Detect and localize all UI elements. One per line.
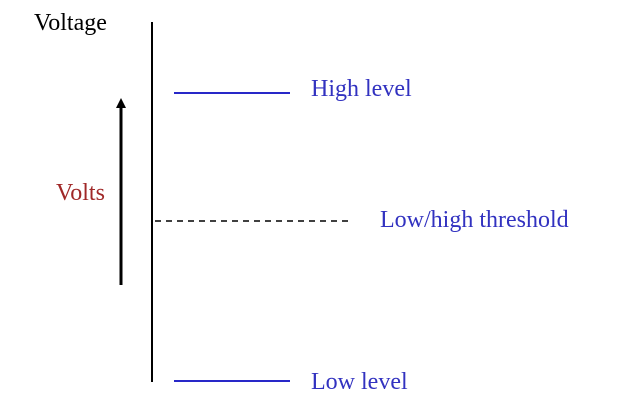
high-level-label: High level xyxy=(311,76,412,102)
volts-axis-label: Volts xyxy=(56,180,105,206)
threshold-label: Low/high threshold xyxy=(380,207,569,233)
low-level-label: Low level xyxy=(311,369,408,395)
diagram-title: Voltage xyxy=(34,10,107,36)
